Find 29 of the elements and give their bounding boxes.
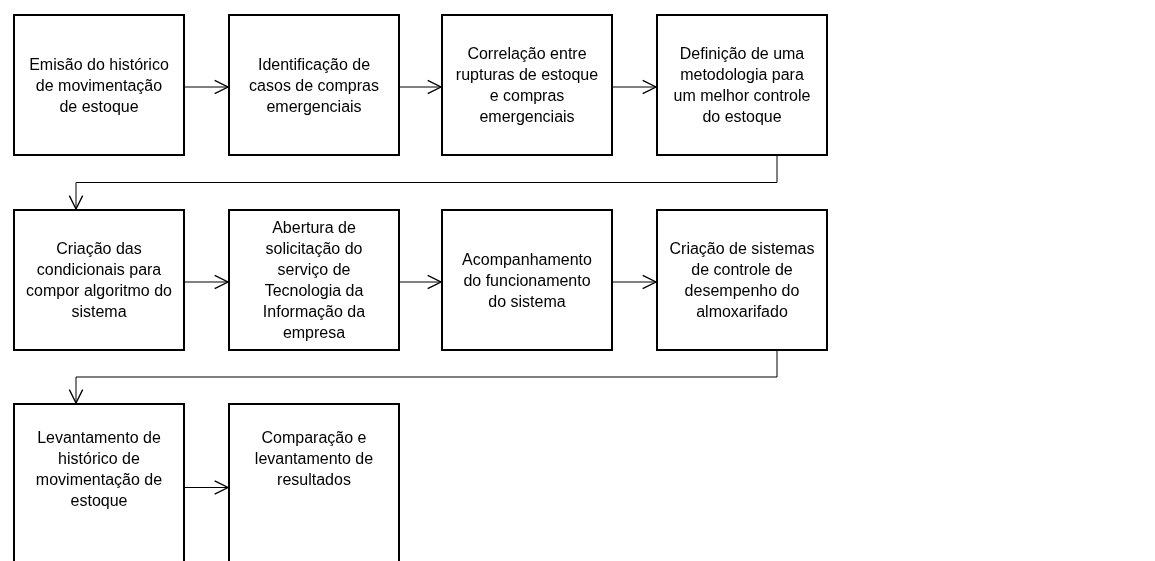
arrow [399, 274, 442, 290]
arrow [68, 350, 778, 404]
step-text: Acompanhamento do funcionamento do sistema [461, 249, 593, 312]
process-box [13, 209, 185, 351]
process-box [656, 209, 828, 351]
process-box [228, 209, 400, 351]
process-box [13, 403, 185, 561]
process-box [656, 14, 828, 156]
step-text: Definição de uma metodologia para um melhor controle do estoque [672, 44, 812, 127]
arrow [68, 155, 778, 210]
arrow [399, 79, 442, 95]
process-box [13, 14, 185, 156]
arrow [184, 480, 229, 495]
step-text: Comparação e levantamento de resultados [253, 428, 375, 490]
step-text: Criação de sistemas de controle de desempenho do almoxarifado [668, 239, 816, 322]
process-box [441, 209, 613, 351]
step-text: Correlação entre rupturas de estoque e compras emergenciais [454, 44, 600, 127]
step-text: Abertura de solicitação do serviço de Tecnologia da Informação da empresa [261, 218, 367, 343]
process-box [228, 14, 400, 156]
step-text: Criação das condicionais para compor algoritmo do sistema [25, 239, 173, 322]
step-text: Identificação de casos de compras emergenciais [248, 54, 380, 117]
arrow [612, 79, 657, 95]
arrow [612, 274, 657, 290]
step-text: Emisão do histórico de movimentação de estoque [28, 54, 170, 117]
arrow [184, 274, 229, 290]
arrow [184, 79, 229, 95]
process-box [441, 14, 613, 156]
process-box [228, 403, 400, 561]
step-text: Levantamento de histórico de movimentação de estoque [34, 428, 164, 511]
